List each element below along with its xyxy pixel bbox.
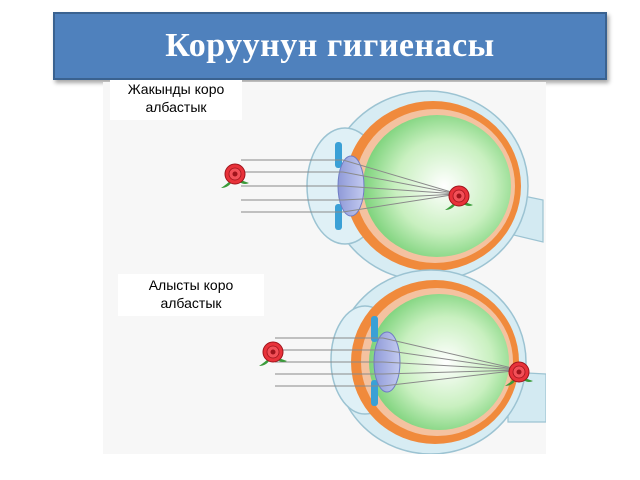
- eye-diagram-svg: [103, 82, 546, 454]
- label-nearsightedness: Жакынды коро албастык: [110, 80, 242, 120]
- label-farsightedness: Алысты коро албастык: [118, 274, 264, 316]
- eyeball-icon-top: [241, 90, 544, 282]
- label-line: Жакынды коро: [127, 81, 225, 97]
- label-line: албастык: [145, 99, 207, 115]
- title-banner: Коруунун гигиенасы: [53, 12, 607, 80]
- eye-diagram-figure: [103, 82, 546, 454]
- label-line: албастык: [160, 295, 222, 311]
- page-title: Коруунун гигиенасы: [165, 27, 495, 64]
- label-line: Алысты коро: [148, 277, 234, 293]
- eyeball-icon-bottom: [275, 269, 546, 454]
